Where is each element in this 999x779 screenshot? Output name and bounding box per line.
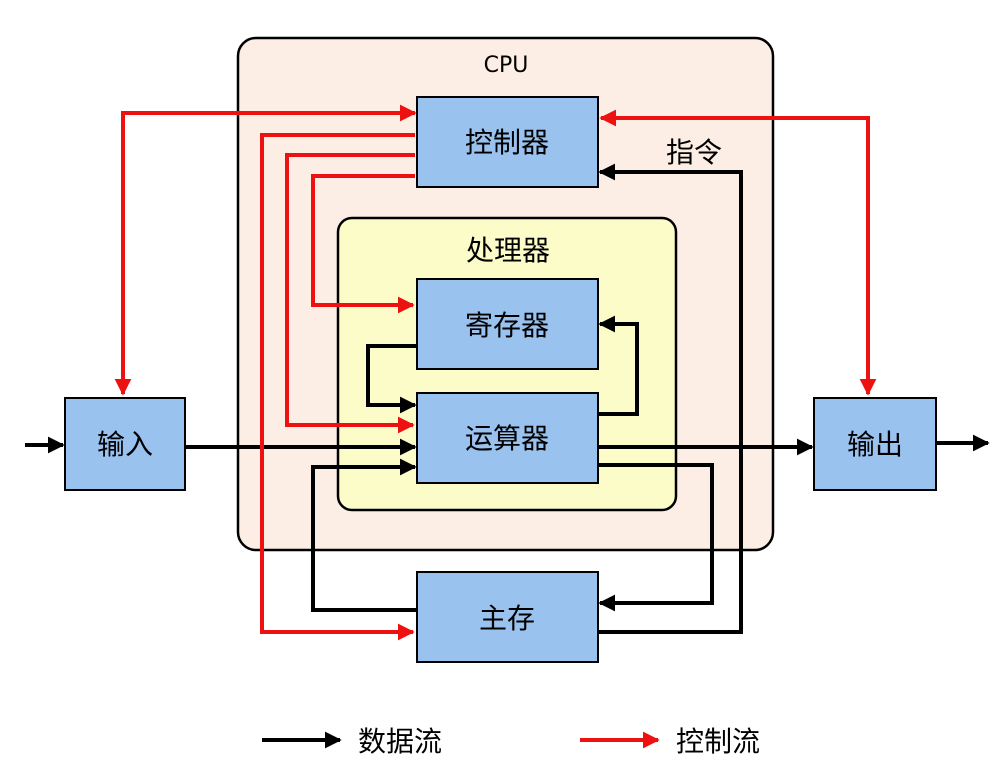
instruction-label: 指令 [666,136,722,169]
arrow-controller-to-alu [285,153,415,434]
register-box: 寄存器 [416,278,599,370]
arrow-controller-input [114,104,417,396]
arrow-controller-to-memory [260,133,415,641]
input-box: 输入 [64,397,186,491]
arrow-controller-to-register [311,174,415,314]
legend-data-flow-label: 数据流 [358,725,442,758]
controller-box: 控制器 [416,96,599,188]
register-label: 寄存器 [465,309,549,342]
legend: 数据流 控制流 [262,725,760,758]
arrow-controller-output [599,109,877,396]
memory-label: 主存 [479,602,535,635]
memory-box: 主存 [416,571,599,663]
cpu-label: CPU [484,53,529,78]
arrow-memory-to-alu [311,458,417,612]
arrow-alu-to-memory [598,463,714,612]
control-flow-lines [114,104,877,641]
input-label: 输入 [97,428,153,461]
output-box: 输出 [813,397,937,491]
alu-box: 运算器 [416,392,599,484]
controller-label: 控制器 [465,126,549,159]
processor-label: 处理器 [466,234,550,267]
alu-label: 运算器 [465,422,549,455]
legend-control-flow-label: 控制流 [676,725,760,758]
output-label: 输出 [847,428,903,461]
